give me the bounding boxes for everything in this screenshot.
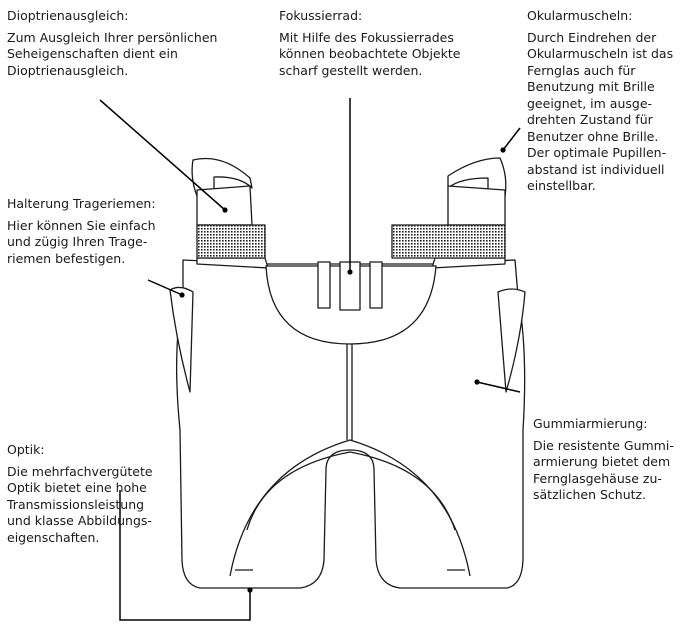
left-diopter-ring (196, 224, 266, 259)
label-strap: Halterung Trageriemen: Hier können Sie e… (7, 196, 156, 267)
label-focus-body: Mit Hilfe des Fokussierrades können beob… (279, 29, 461, 78)
focus-wheel-fin-3 (369, 261, 383, 309)
leader-armor-dot (474, 379, 480, 385)
label-eyecups-title: Okularmuscheln: (527, 8, 633, 23)
right-eyepiece-upper (447, 185, 506, 226)
label-strap-body: Hier können Sie einfach und zügig Ihren … (7, 217, 156, 266)
label-focus: Fokussierrad: Mit Hilfe des Fokussierrad… (279, 8, 460, 79)
leader-optics-dot (247, 587, 253, 593)
leader-focus-dot (347, 269, 353, 275)
label-optics-body: Die mehrfachvergütete Optik bietet eine … (7, 463, 153, 545)
leader-dioptre-dot (222, 207, 228, 213)
right-eyecup (447, 157, 507, 197)
label-armor-body: Die resistente Gummi- armierung bietet d… (533, 437, 674, 503)
leader-strap (147, 279, 181, 295)
label-armor-title: Gummiarmierung: (533, 416, 648, 431)
leader-armor (476, 381, 521, 393)
focus-wheel-fin-1 (317, 261, 331, 309)
leader-eyecups (502, 127, 521, 151)
label-armor: Gummiarmierung: Die resistente Gummi- ar… (533, 416, 674, 504)
leader-eyecups-dot (500, 147, 506, 153)
leader-strap-dot (179, 292, 185, 298)
right-diopter-ring (391, 224, 506, 259)
label-optics-title: Optik: (7, 442, 45, 457)
label-dioptre-body: Zum Ausgleich Ihrer persönlichen Seheige… (7, 29, 218, 78)
leader-optics (119, 490, 251, 621)
label-optics: Optik: Die mehrfachvergütete Optik biete… (7, 442, 153, 546)
lower-bridge-inner-curve (246, 451, 456, 531)
label-dioptre: Dioptrienausgleich: Zum Ausgleich Ihrer … (7, 8, 217, 79)
right-strap-lug (497, 288, 526, 393)
label-strap-title: Halterung Trageriemen: (7, 196, 156, 211)
leader-dioptre (99, 99, 226, 211)
label-focus-title: Fokussierrad: (279, 8, 363, 23)
label-dioptre-title: Dioptrienausgleich: (7, 8, 129, 23)
label-eyecups: Okularmuscheln: Durch Eindrehen der Okul… (527, 8, 673, 195)
label-eyecups-body: Durch Eindrehen der Okularmuscheln ist d… (527, 29, 674, 194)
left-strap-lug (169, 286, 194, 393)
lower-body-outline (175, 259, 526, 589)
